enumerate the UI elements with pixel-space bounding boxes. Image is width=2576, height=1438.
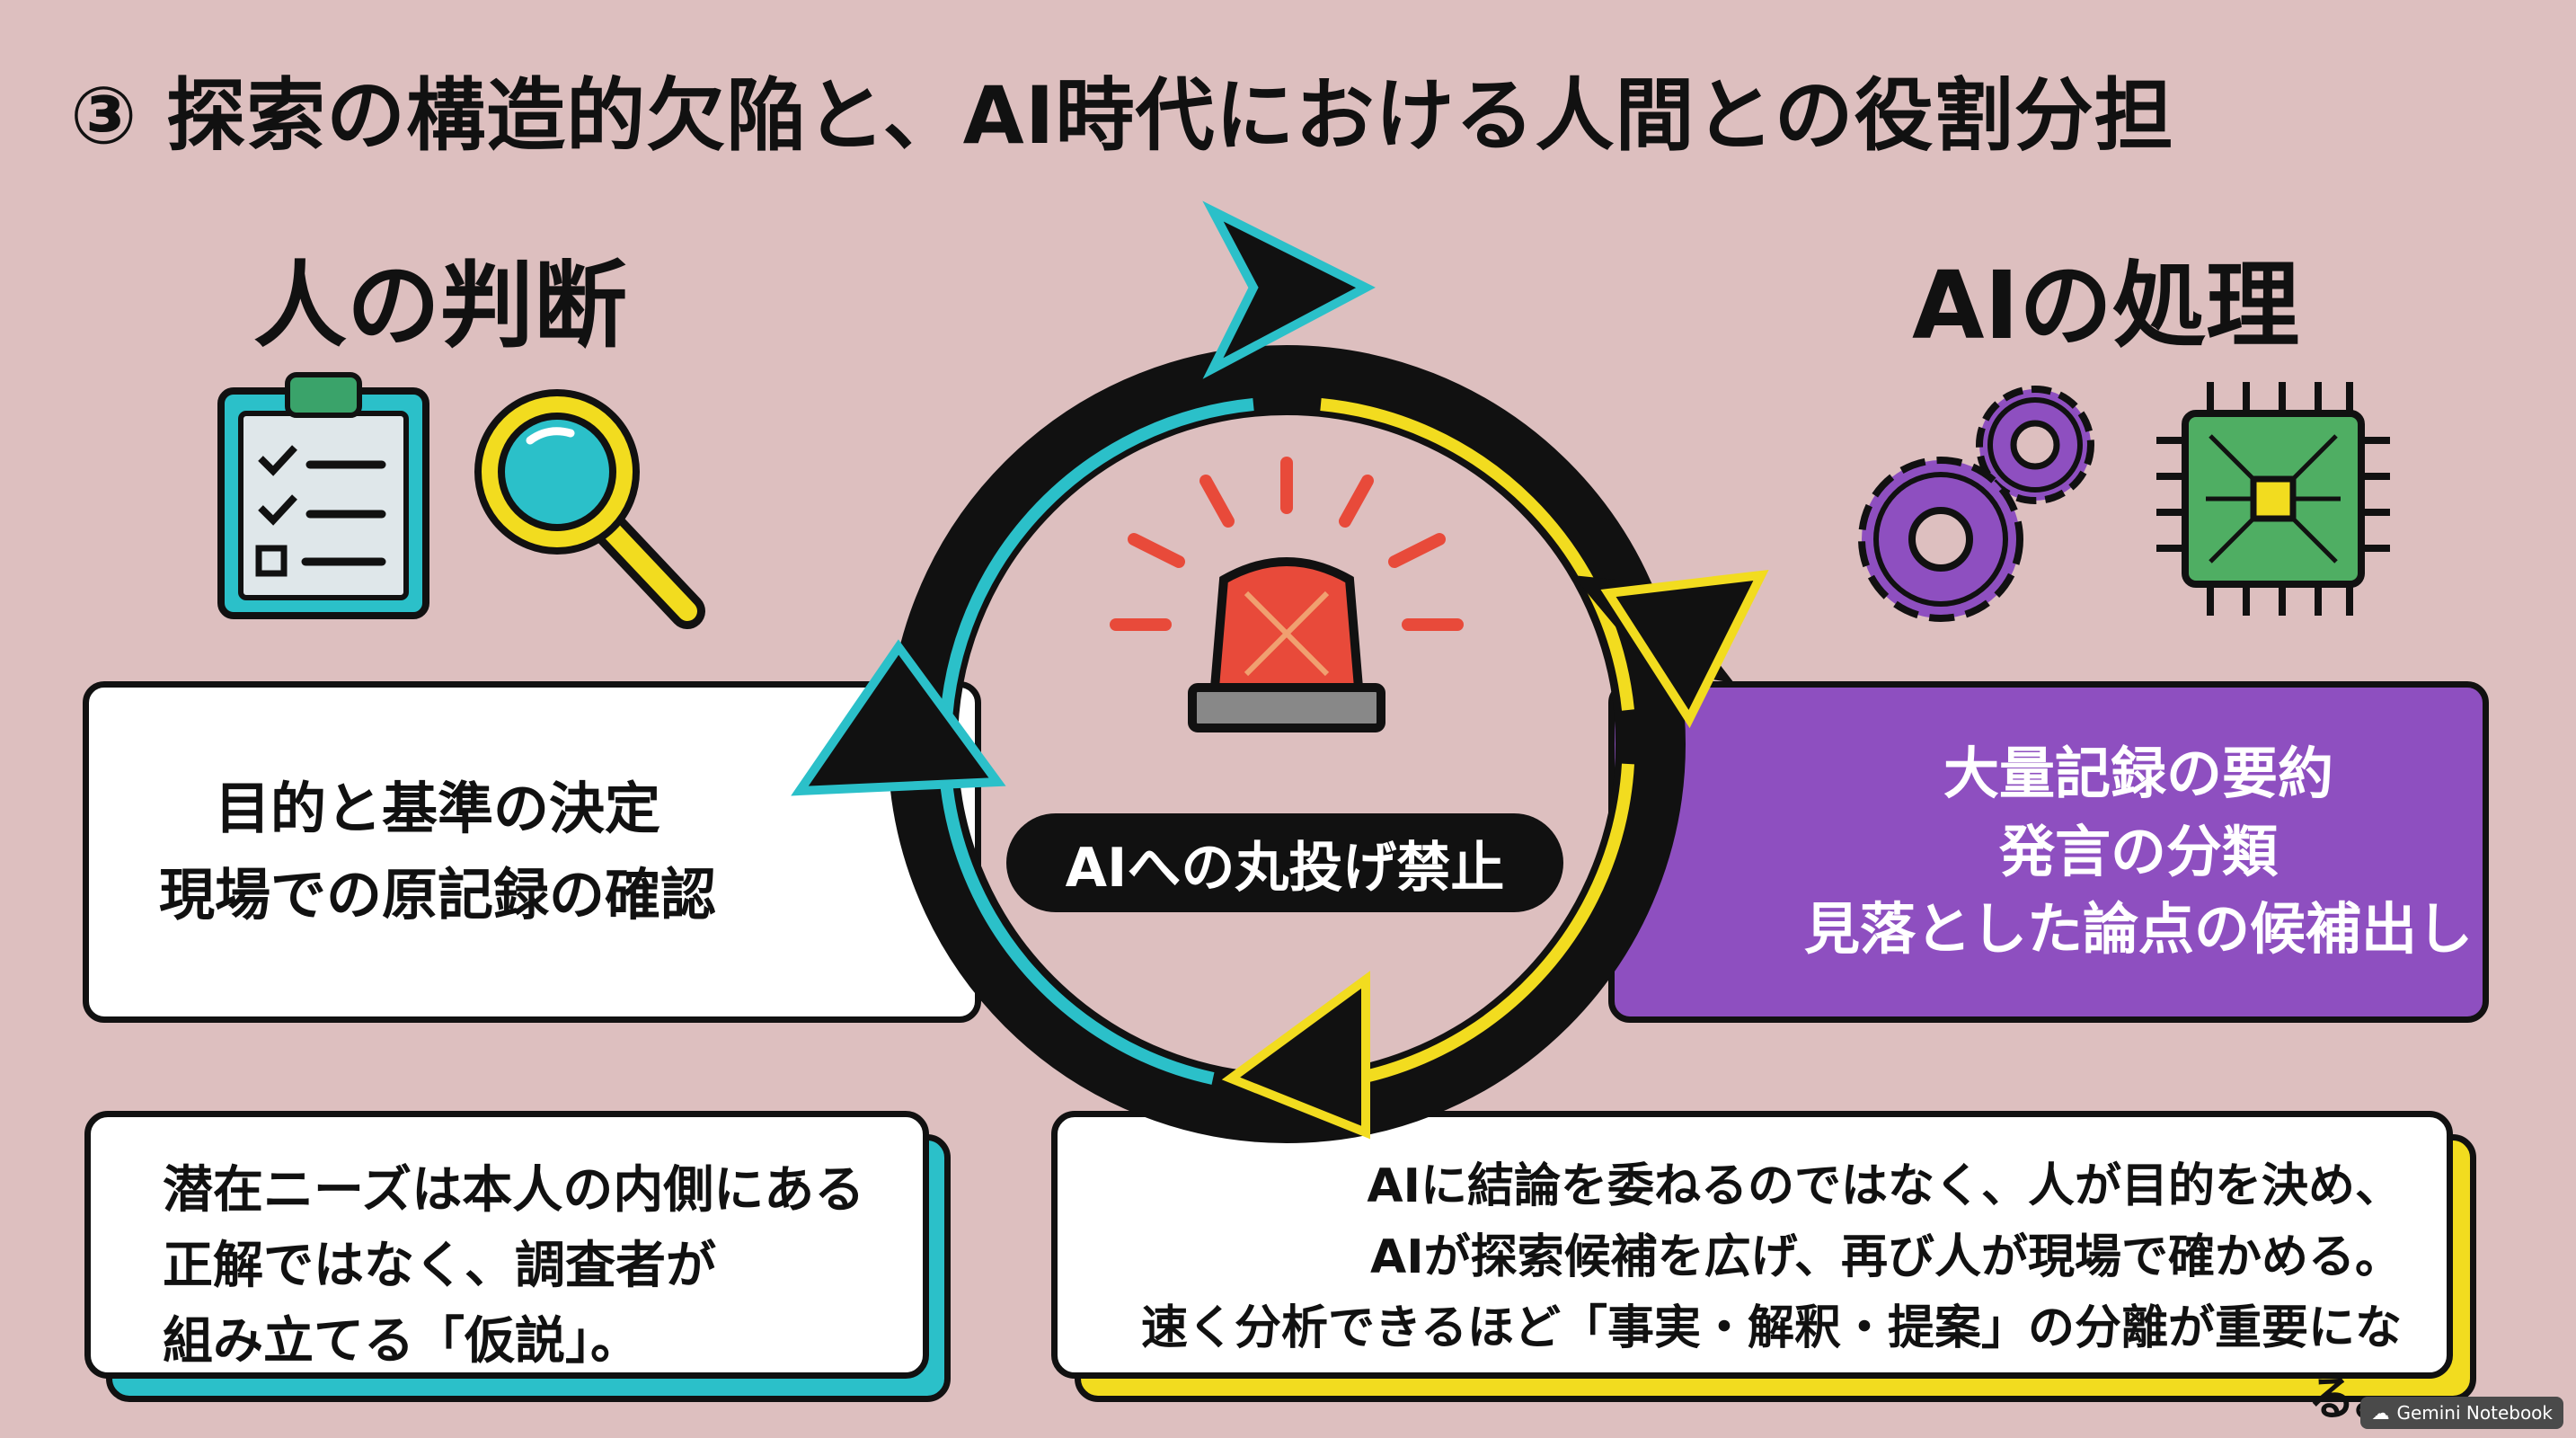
center-warning-label: AIへの丸投げ禁止	[1006, 813, 1563, 912]
ai-processing-heading: AIの処理	[1912, 251, 2300, 360]
magnifier-icon	[474, 389, 705, 629]
human-role-item: 現場での原記録の確認	[158, 862, 716, 928]
watermark-text: Gemini Notebook	[2396, 1402, 2553, 1424]
right-note-line: 速く分析できるほど「事実・解釈・提案」の分離が重要になる。	[1141, 1301, 2402, 1427]
ai-role-item: 見落とした論点の候補出し	[1803, 896, 2473, 963]
siren-icon	[1110, 457, 1464, 732]
clipboard-icon	[217, 372, 429, 619]
gears-icon	[1858, 386, 2094, 622]
ai-role-item: 大量記録の要約	[1943, 740, 2333, 806]
left-note: 潜在ニーズは本人の内側にある 正解ではなく、調査者が 組み立てる「仮説」。	[84, 1111, 929, 1379]
ai-role-item: 発言の分類	[1998, 818, 2278, 884]
arrowhead-bottom	[1221, 971, 1370, 1140]
human-judgment-heading: 人の判断	[253, 251, 628, 360]
circuit-chip-icon	[2156, 382, 2390, 616]
cyan-arc	[939, 772, 1215, 1085]
ai-role-box: 大量記録の要約 発言の分類 見落とした論点の候補出し	[1608, 681, 2489, 1023]
left-note-line: 正解ではなく、調査者が	[163, 1237, 716, 1295]
cyan-arc	[939, 398, 1254, 745]
human-role-item: 目的と基準の決定	[214, 775, 660, 841]
right-note-line: AIが探索候補を広げ、再び人が現場で確かめる。	[1370, 1230, 2402, 1285]
arrowhead-top	[1202, 200, 1376, 379]
center-warning-text: AIへの丸投げ禁止	[1065, 836, 1505, 900]
watermark-badge: ☁ Gemini Notebook	[2360, 1397, 2563, 1429]
yellow-arc	[1329, 763, 1634, 1089]
page-title: ③ 探索の構造的欠陥と、AI時代における人間との役割分担	[70, 69, 2174, 162]
right-note-line: AIに結論を委ねるのではなく、人が目的を決め、	[1367, 1159, 2402, 1213]
arrowhead-left	[791, 639, 1006, 796]
left-note-line: 潜在ニーズは本人の内側にある	[163, 1161, 865, 1220]
cloud-icon: ☁	[2371, 1402, 2390, 1424]
left-note-line: 組み立てる「仮説」。	[163, 1312, 641, 1371]
arrowhead-right-tip	[1600, 569, 1769, 729]
yellow-arc	[1320, 398, 1634, 711]
right-note: AIに結論を委ねるのではなく、人が目的を決め、 AIが探索候補を広げ、再び人が現…	[1051, 1111, 2453, 1426]
